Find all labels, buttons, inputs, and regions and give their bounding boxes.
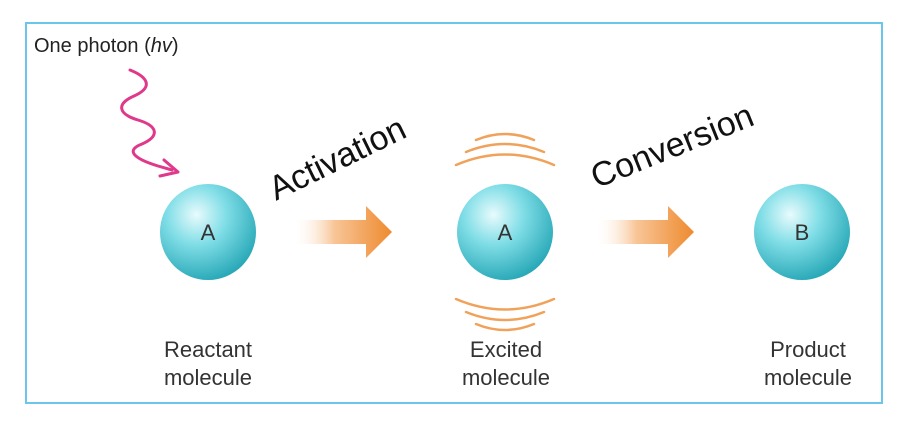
reactant-molecule-sphere: A	[160, 184, 256, 280]
reactant-letter: A	[201, 220, 216, 245]
reactant-caption: Reactant molecule	[163, 337, 253, 390]
diagram-frame	[25, 22, 883, 404]
product-caption: Product molecule	[763, 337, 853, 390]
activation-arrow-icon	[296, 206, 392, 258]
product-letter: B	[795, 220, 810, 245]
photon-label: One photon (hv)	[34, 35, 179, 57]
conversion-arrow-icon	[598, 206, 694, 258]
excited-molecule-sphere: A	[457, 184, 553, 280]
excited-letter: A	[498, 220, 513, 245]
vibration-lines-icon	[454, 132, 556, 332]
product-molecule-sphere: B	[754, 184, 850, 280]
photon-wave-icon	[120, 68, 180, 178]
excited-caption: Excited molecule	[461, 337, 551, 390]
